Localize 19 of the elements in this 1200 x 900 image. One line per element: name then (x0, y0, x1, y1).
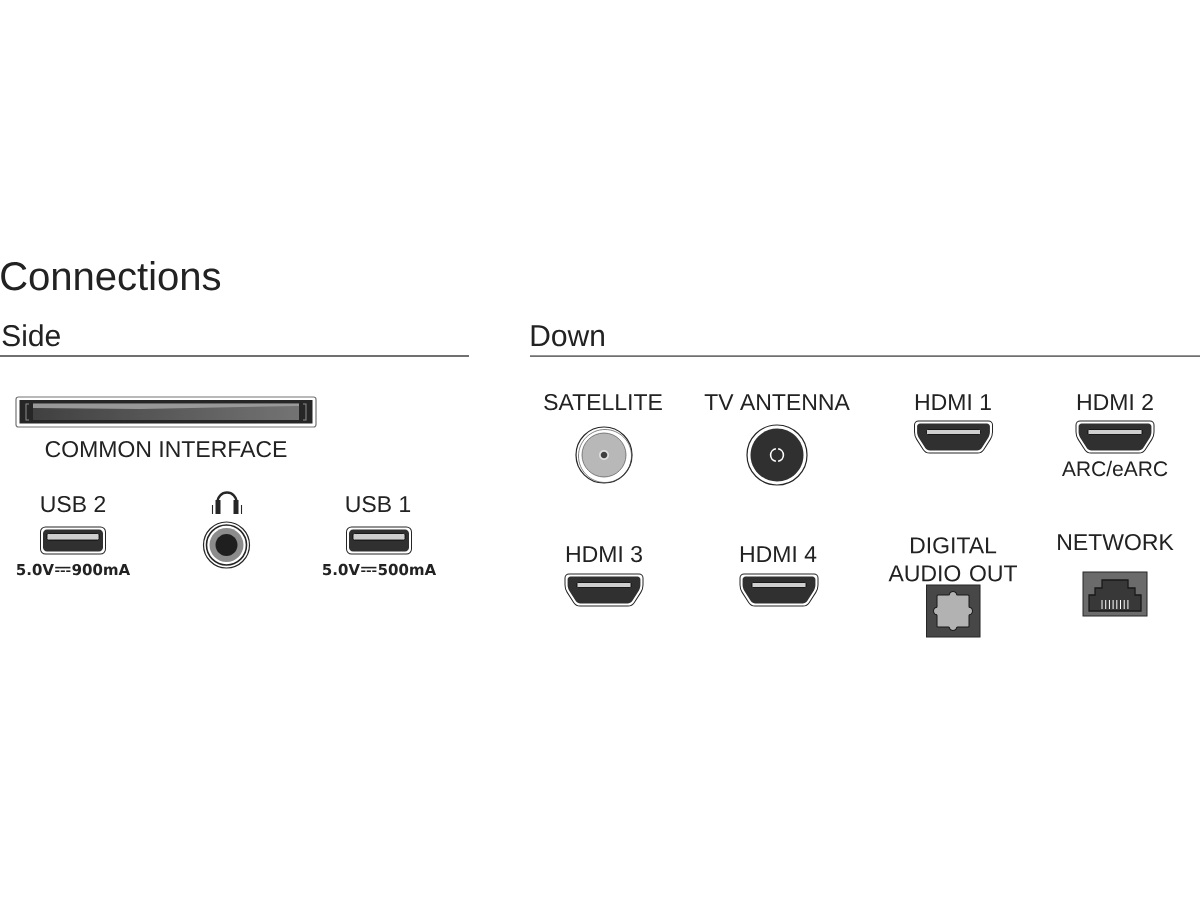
port-label: HDMI 4 (740, 546, 817, 562)
section-heading: Down (531, 325, 604, 347)
port-label: USB 2 (41, 495, 106, 513)
port-label: HDMI 3 (566, 545, 642, 563)
rating-label: 5.0V (323, 563, 360, 576)
section-heading: Side (2, 324, 60, 347)
port-label: DIGITAL AUDIO OUT (888, 537, 1017, 582)
feature-label: ARC/eARC (1061, 460, 1168, 477)
port-label: HDMI 1 (915, 394, 991, 410)
port-label: SATELLITE (544, 393, 662, 411)
port-label: USB 1 (346, 495, 411, 513)
port-label: COMMON INTERFACE (45, 440, 287, 458)
port-label: TV ANTENNA (704, 394, 850, 410)
rating-label: 500mA (378, 563, 437, 576)
port-label: HDMI 2 (1077, 393, 1153, 410)
title: Connections (1, 261, 221, 291)
port-label: NETWORK (1058, 533, 1174, 551)
rating-label: 5.0V (17, 563, 54, 576)
rating-label: 900mA (72, 563, 131, 576)
